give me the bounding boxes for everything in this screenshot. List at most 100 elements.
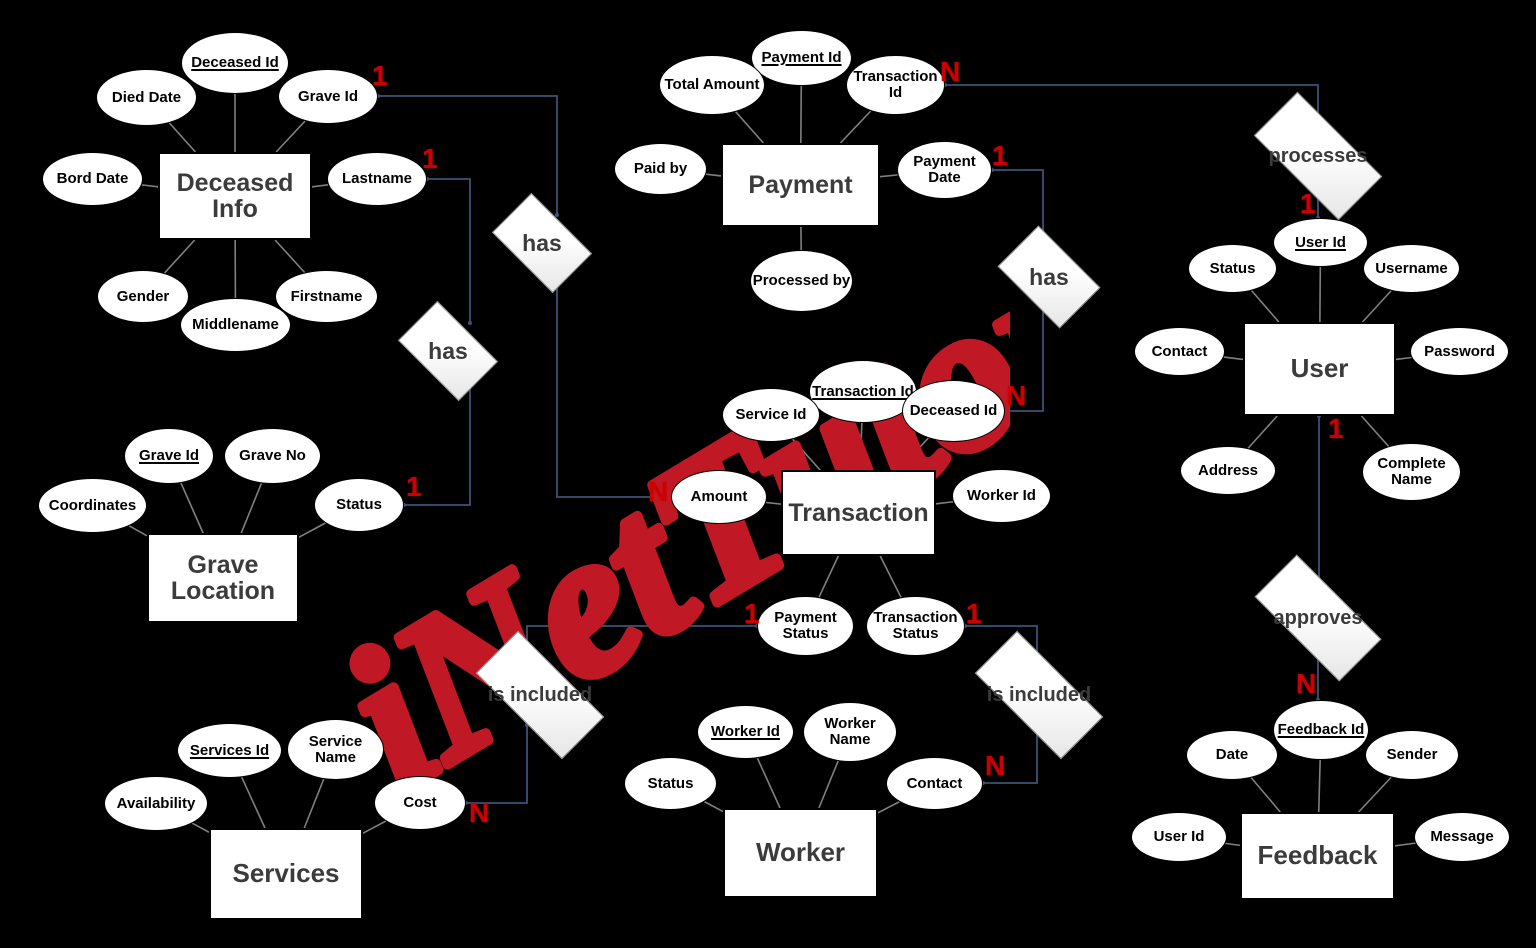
attribute-link-w_status bbox=[704, 800, 724, 813]
relationship-is_included_worker[interactable]: is included bbox=[974, 630, 1104, 760]
attribute-label: Payment Date bbox=[913, 153, 976, 186]
attribute-u_contact[interactable]: Contact bbox=[1134, 327, 1225, 376]
entity-label: Transaction bbox=[788, 499, 929, 527]
attribute-link-f_date bbox=[1250, 777, 1281, 813]
attribute-link-service_id_t bbox=[792, 438, 821, 471]
attribute-complete_name[interactable]: Complete Name bbox=[1362, 443, 1461, 501]
cardinality-marker: 1 bbox=[422, 143, 438, 174]
attribute-link-lastname bbox=[311, 184, 329, 188]
attribute-died_date[interactable]: Died Date bbox=[96, 69, 197, 126]
attribute-transaction_id[interactable]: Transaction Id bbox=[809, 360, 917, 423]
attribute-label: Paid by bbox=[633, 160, 688, 178]
attribute-grave_id_g[interactable]: Grave Id bbox=[124, 428, 214, 484]
relationship-label: approves bbox=[1273, 606, 1363, 629]
attribute-worker_id_w[interactable]: Worker Id bbox=[697, 705, 794, 759]
attribute-paid_by[interactable]: Paid by bbox=[614, 143, 707, 195]
cardinality-marker: 1 bbox=[744, 598, 760, 629]
attribute-middlename[interactable]: Middlename bbox=[180, 298, 291, 352]
attribute-password[interactable]: Password bbox=[1410, 327, 1509, 376]
cardinality-marker: N bbox=[469, 797, 490, 828]
attribute-label: Cost bbox=[403, 794, 437, 812]
relationship-approves[interactable]: approves bbox=[1254, 554, 1382, 682]
attribute-worker_id_t[interactable]: Worker Id bbox=[952, 469, 1051, 523]
relationship-label: has bbox=[1029, 263, 1069, 290]
entity-payment[interactable]: Payment bbox=[721, 143, 880, 227]
relationship-is_included_services[interactable]: is included bbox=[475, 630, 605, 760]
attribute-feedback_id[interactable]: Feedback Id bbox=[1273, 700, 1369, 760]
attribute-label: Died Date bbox=[111, 88, 182, 106]
entity-feedback[interactable]: Feedback bbox=[1240, 812, 1395, 900]
attribute-coordinates[interactable]: Coordinates bbox=[38, 478, 147, 533]
attribute-services_id[interactable]: Services Id bbox=[177, 723, 282, 778]
attribute-label: Availability bbox=[116, 794, 196, 812]
attribute-link-u_status bbox=[1251, 290, 1280, 323]
attribute-grave_id_d[interactable]: Grave Id bbox=[278, 69, 378, 124]
relationship-has_grave_deceased[interactable]: has bbox=[491, 192, 593, 294]
attribute-gender[interactable]: Gender bbox=[97, 270, 189, 323]
attribute-lastname[interactable]: Lastname bbox=[327, 152, 427, 206]
attribute-label: Complete Name bbox=[1377, 455, 1446, 488]
relationship-has_deceased_grave[interactable]: has bbox=[397, 300, 499, 402]
attribute-username[interactable]: Username bbox=[1363, 244, 1460, 293]
attribute-link-u_contact bbox=[1223, 356, 1244, 361]
attribute-link-sender bbox=[1358, 776, 1392, 813]
attribute-label: Grave No bbox=[239, 447, 306, 465]
attribute-processed_by[interactable]: Processed by bbox=[750, 250, 853, 312]
attribute-label: User Id bbox=[1295, 233, 1346, 251]
attribute-firstname[interactable]: Firstname bbox=[275, 270, 378, 323]
entity-deceased_info[interactable]: Deceased Info bbox=[158, 152, 312, 240]
attribute-f_date[interactable]: Date bbox=[1186, 730, 1278, 780]
cardinality-marker: N bbox=[985, 750, 1006, 781]
attribute-gl_status[interactable]: Status bbox=[314, 478, 404, 532]
attribute-address[interactable]: Address bbox=[1180, 446, 1276, 495]
attribute-availability[interactable]: Availability bbox=[104, 776, 208, 831]
attribute-link-amount bbox=[765, 501, 782, 505]
attribute-p_transaction_id[interactable]: Transaction Id bbox=[846, 55, 945, 115]
attribute-label: Date bbox=[1215, 746, 1249, 764]
attribute-deceased_id_t[interactable]: Deceased Id bbox=[902, 380, 1005, 442]
attribute-f_user_id[interactable]: User Id bbox=[1131, 812, 1227, 862]
cardinality-marker: 1 bbox=[1328, 413, 1344, 444]
attribute-worker_name[interactable]: Worker Name bbox=[803, 702, 897, 762]
attribute-w_contact[interactable]: Contact bbox=[886, 757, 983, 810]
entity-label: Payment bbox=[748, 171, 853, 199]
attribute-link-complete_name bbox=[1360, 415, 1390, 447]
attribute-payment_date[interactable]: Payment Date bbox=[897, 141, 992, 199]
entity-worker[interactable]: Worker bbox=[723, 808, 878, 898]
attribute-w_status[interactable]: Status bbox=[624, 757, 717, 810]
relationship-has_payment_transaction[interactable]: has bbox=[997, 225, 1101, 329]
attribute-grave_no[interactable]: Grave No bbox=[224, 428, 321, 484]
entity-transaction[interactable]: Transaction bbox=[781, 470, 936, 556]
attribute-service_id_t[interactable]: Service Id bbox=[722, 388, 820, 442]
attribute-label: Processed by bbox=[752, 272, 851, 290]
attribute-label: Transaction Status bbox=[873, 609, 958, 642]
attribute-message[interactable]: Message bbox=[1414, 812, 1510, 862]
attribute-user_id[interactable]: User Id bbox=[1273, 218, 1368, 267]
attribute-label: Bord Date bbox=[56, 170, 129, 188]
attribute-label: Services Id bbox=[189, 741, 270, 759]
attribute-payment_status[interactable]: Payment Status bbox=[757, 596, 854, 656]
entity-services[interactable]: Services bbox=[209, 828, 363, 920]
attribute-transaction_status[interactable]: Transaction Status bbox=[866, 596, 965, 656]
relationship-label: is included bbox=[986, 683, 1092, 706]
attribute-service_name[interactable]: Service Name bbox=[287, 719, 384, 780]
attribute-amount[interactable]: Amount bbox=[671, 470, 767, 524]
relationship-processes[interactable]: processes bbox=[1253, 91, 1383, 221]
attribute-u_status[interactable]: Status bbox=[1188, 244, 1277, 293]
attribute-total_amount[interactable]: Total Amount bbox=[659, 55, 765, 115]
attribute-link-password bbox=[1395, 356, 1412, 361]
entity-grave_location[interactable]: Grave Location bbox=[147, 533, 299, 623]
connector-k5 bbox=[945, 84, 1319, 125]
attribute-cost[interactable]: Cost bbox=[374, 776, 466, 830]
attribute-bord_date[interactable]: Bord Date bbox=[42, 152, 143, 206]
attribute-label: Transaction Id bbox=[812, 382, 914, 400]
cardinality-marker: N bbox=[940, 56, 961, 87]
attribute-sender[interactable]: Sender bbox=[1365, 730, 1459, 780]
attribute-link-paid_by bbox=[705, 173, 722, 177]
attribute-payment_id[interactable]: Payment Id bbox=[751, 30, 852, 86]
attribute-link-died_date bbox=[168, 122, 197, 153]
attribute-link-gl_status bbox=[298, 522, 326, 538]
attribute-deceased_id[interactable]: Deceased Id bbox=[181, 32, 289, 94]
entity-user[interactable]: User bbox=[1243, 322, 1396, 416]
attribute-label: Service Name bbox=[308, 732, 363, 766]
